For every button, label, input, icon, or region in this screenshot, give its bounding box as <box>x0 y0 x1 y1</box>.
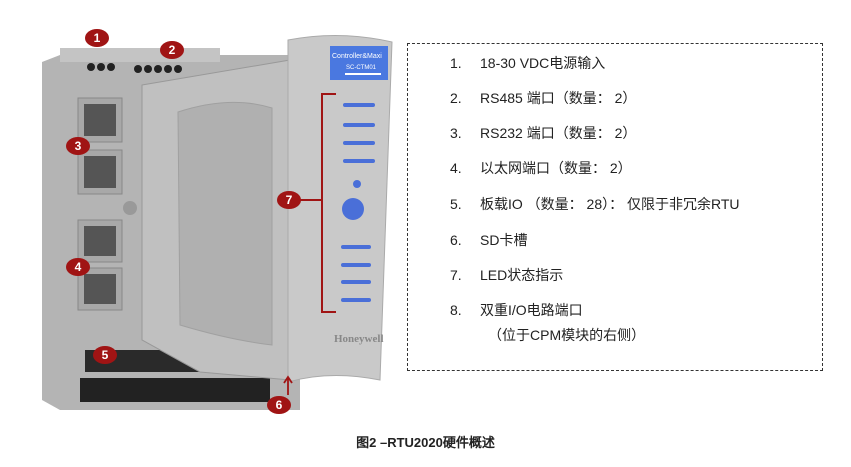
callout-5: 5 <box>93 346 117 364</box>
power-input-connector <box>87 63 115 71</box>
legend-item-7: 7.LED状态指示 <box>450 267 564 283</box>
svg-text:3: 3 <box>75 139 82 153</box>
ethernet-ports <box>77 219 123 311</box>
door-window <box>177 101 273 346</box>
legend-item-1: 1.18-30 VDC电源输入 <box>450 55 606 71</box>
legend-item-4: 4.以太网端口（数量： 2） <box>450 160 632 176</box>
svg-text:6: 6 <box>276 398 283 412</box>
callout-4: 4 <box>66 258 90 276</box>
svg-text:7: 7 <box>286 193 293 207</box>
legend-item-8-subline: （位于CPM模块的右侧） <box>488 327 646 343</box>
callout-6: 6 <box>267 396 291 414</box>
sd-slot-arrow <box>283 375 293 395</box>
legend-item-8: 8.双重I/O电路端口 <box>450 302 583 318</box>
legend-item-3: 3.RS232 端口（数量： 2） <box>450 125 637 141</box>
rs232-ports <box>77 97 123 195</box>
brand-logo: Honeywell <box>334 333 384 345</box>
svg-text:4: 4 <box>75 260 82 274</box>
display-line1: Controller&Maxi <box>332 53 382 60</box>
front-panel <box>287 34 393 383</box>
legend-box: 1.18-30 VDC电源输入 2.RS485 端口（数量： 2） 3.RS23… <box>407 43 823 371</box>
legend-item-2: 2.RS485 端口（数量： 2） <box>450 90 637 106</box>
callout-2: 2 <box>160 41 184 59</box>
rtu2020-device-illustration: Controller&Maxi SC-CTM01 Honeywell 1 2 3… <box>42 29 393 414</box>
door-hinge-screw <box>123 201 137 215</box>
callout-3: 3 <box>66 137 90 155</box>
callout-1: 1 <box>85 29 109 47</box>
legend-item-6: 6.SD卡槽 <box>450 232 528 248</box>
led-bracket <box>300 93 336 313</box>
svg-text:1: 1 <box>94 31 101 45</box>
callout-7: 7 <box>277 191 301 209</box>
figure-caption: 图2 –RTU2020硬件概述 <box>356 435 495 450</box>
svg-text:2: 2 <box>169 43 176 57</box>
rs485-connector <box>134 65 182 73</box>
status-leds <box>341 103 375 302</box>
display-line2: SC-CTM01 <box>346 65 377 71</box>
svg-text:5: 5 <box>102 348 109 362</box>
device-top-edge <box>60 48 220 62</box>
legend-item-5: 5.板载IO （数量： 28）： 仅限于非冗余RTU <box>450 196 740 212</box>
